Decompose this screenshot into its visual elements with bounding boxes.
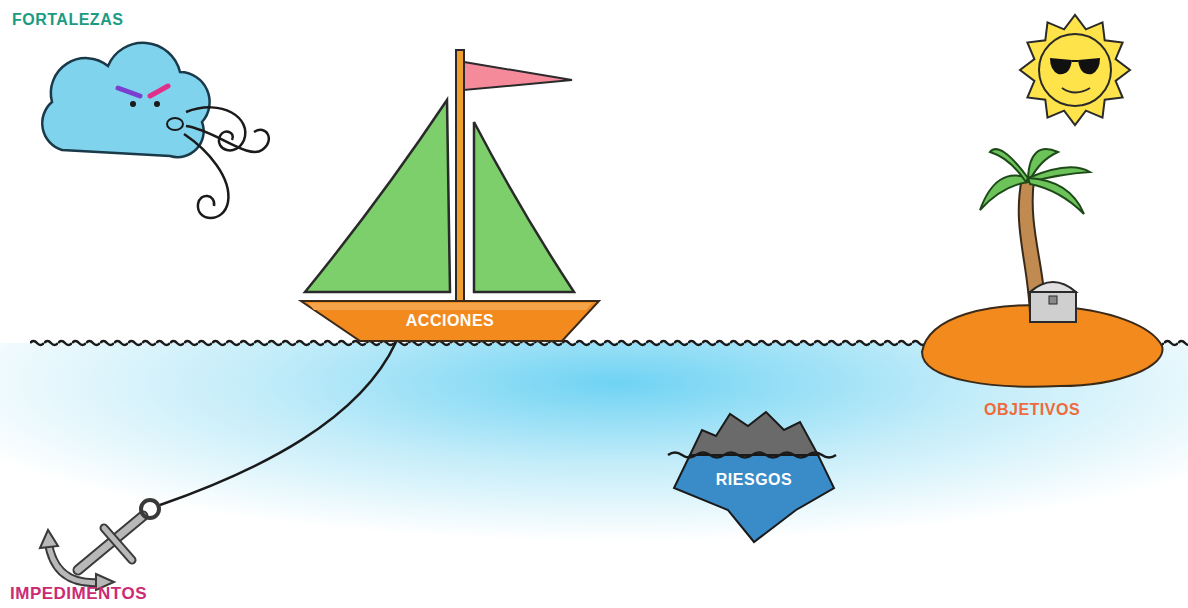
sun-rays	[1020, 15, 1130, 125]
sunglasses-lens	[1050, 58, 1072, 74]
sun	[1020, 15, 1130, 125]
anchor-ring	[141, 500, 159, 518]
iceberg-underwater	[674, 455, 834, 542]
hull-highlight	[308, 303, 592, 310]
iceberg: RIESGOS	[668, 410, 840, 545]
boat-hull: ACCIONES	[300, 299, 600, 343]
wind-swirl	[186, 126, 269, 152]
sun-smile	[1062, 88, 1090, 93]
impediments-label: IMPEDIMENTOS	[10, 584, 147, 604]
anchor	[40, 500, 159, 590]
anchor-shank	[78, 516, 143, 570]
treasure-chest	[1030, 292, 1076, 322]
boat-sail	[474, 122, 574, 292]
boat-sail	[305, 100, 450, 292]
cloud-lips	[167, 118, 183, 130]
node-text: ACCIONES	[406, 311, 494, 330]
treasure-island	[922, 149, 1163, 387]
boat-mast	[456, 50, 464, 302]
sunglasses-bridge	[1072, 60, 1078, 62]
sun-face	[1039, 34, 1111, 106]
cloud-eyebrow	[150, 86, 168, 96]
anchor-fluke	[40, 530, 58, 548]
hull-shape	[301, 301, 599, 341]
sailboat	[305, 50, 574, 302]
palm-leaf	[990, 149, 1028, 182]
anchor-shank-outline	[78, 516, 143, 570]
iceberg-waterline	[668, 453, 836, 458]
wind-swirl	[184, 134, 228, 218]
chest-lid	[1030, 282, 1076, 292]
wind-cloud	[42, 43, 269, 218]
goals-label: OBJETIVOS	[984, 400, 1080, 419]
anchor-stock	[104, 528, 132, 560]
iceberg-tip	[690, 412, 818, 455]
chest-lock	[1049, 296, 1057, 304]
strengths-label: FORTALEZAS	[12, 10, 123, 29]
cloud-eye	[130, 101, 136, 107]
cloud-eye	[154, 101, 160, 107]
sunglasses-lens	[1078, 58, 1100, 74]
node-text: RIESGOS	[716, 470, 792, 489]
palm-leaf	[1028, 178, 1084, 214]
boat-flag	[464, 62, 572, 90]
cloud-eyebrow	[118, 88, 140, 96]
cloud-body	[42, 43, 209, 157]
anchor-stock-outline	[104, 528, 132, 560]
anchor-rope	[160, 342, 396, 505]
palm-leaf	[980, 175, 1028, 210]
